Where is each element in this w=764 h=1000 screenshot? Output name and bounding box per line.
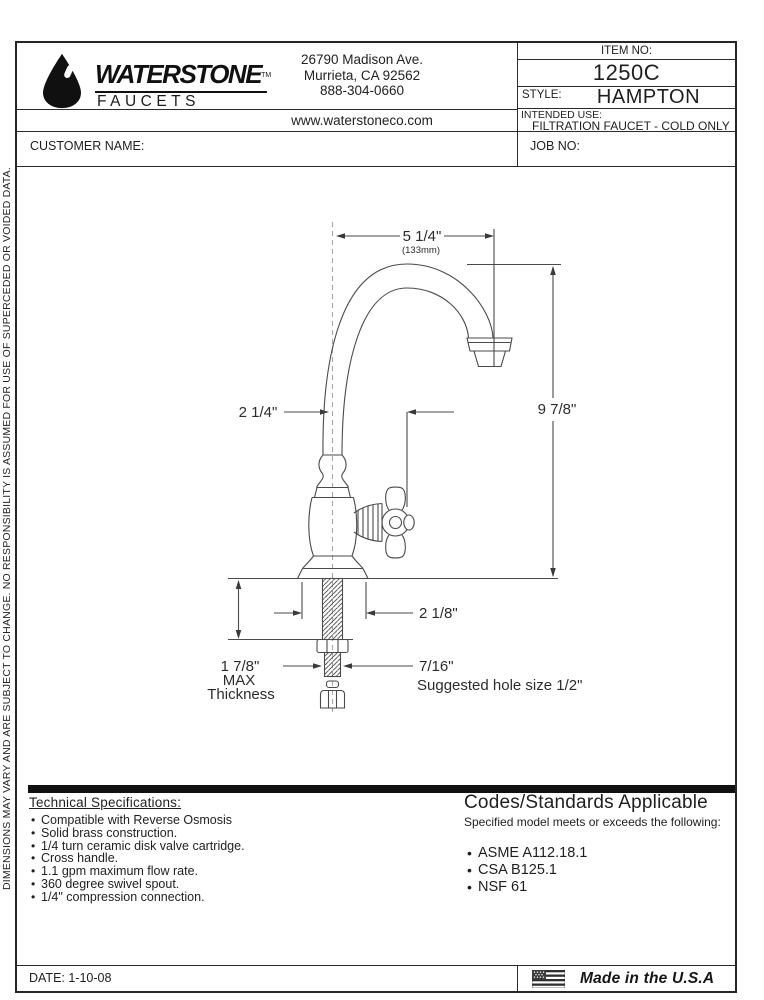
customer-name-field: CUSTOMER NAME: xyxy=(17,132,518,166)
intended-use-label: INTENDED USE: xyxy=(521,109,603,121)
dim-spout-reach: 5 1/4" xyxy=(403,228,442,245)
made-in-usa-cell: Made in the U.S.A xyxy=(518,966,735,991)
specs-title: Technical Specifications: xyxy=(29,795,182,810)
customer-job-row: CUSTOMER NAME: JOB NO: xyxy=(17,132,735,167)
us-flag-icon xyxy=(532,969,565,988)
dim-max-thickness: 1 7/8" xyxy=(221,658,260,675)
website-url: www.waterstoneco.com xyxy=(291,113,433,128)
brand-name: WATERSTONE xyxy=(95,59,263,89)
company-address: 26790 Madison Ave. Murrieta, CA 92562 88… xyxy=(237,52,487,99)
section-divider-bar xyxy=(28,785,735,793)
dim-base-width: 2 1/8" xyxy=(419,605,458,622)
vertical-disclaimer: DIMENSIONS MAY VARY AND ARE SUBJECT TO C… xyxy=(1,167,13,890)
style-label: STYLE: xyxy=(522,89,562,101)
address-line2: Murrieta, CA 92562 xyxy=(303,67,421,83)
code-item: ASME A112.18.1 xyxy=(464,845,729,862)
made-in-usa-text: Made in the U.S.A xyxy=(580,969,715,987)
codes-list: ASME A112.18.1 CSA B125.1 NSF 61 xyxy=(464,845,729,896)
spec-item: Solid brass construction. xyxy=(29,826,449,840)
waterstone-logo: WATERSTONETM FAUCETS xyxy=(29,51,274,110)
dim-max-thickness-word1: MAX xyxy=(223,672,256,689)
spec-item: 1.1 gpm maximum flow rate. xyxy=(29,865,449,878)
spec-item: Cross handle. xyxy=(29,852,449,865)
dim-shank-diameter: 7/16" xyxy=(419,658,454,675)
spec-item: Compatible with Reverse Osmosis xyxy=(29,814,449,827)
spec-item: 1/4 turn ceramic disk valve cartridge. xyxy=(29,839,449,853)
sheet-frame: WATERSTONETM FAUCETS 26790 Madison Ave. … xyxy=(15,41,737,993)
brand-subtitle: FAUCETS xyxy=(97,93,200,110)
codes-standards: Codes/Standards Applicable Specified mod… xyxy=(464,792,729,896)
header-logo-cell: WATERSTONETM FAUCETS 26790 Madison Ave. … xyxy=(17,43,518,110)
codes-title: Codes/Standards Applicable xyxy=(464,792,708,813)
spec-item: 1/4" compression connection. xyxy=(29,890,449,904)
item-no-label: ITEM NO: xyxy=(518,43,735,60)
item-info-table: ITEM NO: 1250C STYLE: HAMPTON INTENDED U… xyxy=(518,43,735,133)
spec-item: 360 degree swivel spout. xyxy=(29,878,449,891)
code-item: NSF 61 xyxy=(464,879,729,896)
brand-wordmark: WATERSTONETM xyxy=(95,59,271,93)
job-no-field: JOB NO: xyxy=(530,139,581,153)
codes-subtitle: Specified model meets or exceeds the fol… xyxy=(464,815,721,829)
phone-number: 888-304-0660 xyxy=(319,83,405,98)
code-item: CSA B125.1 xyxy=(464,862,729,879)
technical-specifications: Technical Specifications: Compatible wit… xyxy=(29,795,449,904)
address-line1: 26790 Madison Ave. xyxy=(300,52,424,67)
dim-overall-height: 9 7/8" xyxy=(538,401,577,418)
footer-row: DATE: 1-10-08 Made in the U.S.A xyxy=(17,965,735,991)
item-no-value: 1250C xyxy=(518,60,735,87)
date-field: DATE: 1-10-08 xyxy=(17,966,518,991)
website-cell: www.waterstoneco.com xyxy=(17,110,518,132)
dim-spout-reach-metric: (133mm) xyxy=(402,245,440,256)
dim-max-thickness-word2: Thickness xyxy=(207,686,275,703)
intended-use-value: FILTRATION FAUCET - COLD ONLY xyxy=(532,119,730,133)
faucet-technical-drawing: 5 1/4" (133mm) 9 7/8" 2 1/4" 2 1/8" 1 7/… xyxy=(17,167,735,785)
hole-size-note: Suggested hole size 1/2" xyxy=(417,677,582,694)
intended-use-row: INTENDED USE: FILTRATION FAUCET - COLD O… xyxy=(518,109,735,133)
brand-tm: TM xyxy=(261,72,272,79)
dim-spout-offset: 2 1/4" xyxy=(239,404,278,421)
style-value: HAMPTON xyxy=(596,86,701,108)
water-drop-icon xyxy=(43,53,81,109)
style-row: STYLE: HAMPTON xyxy=(518,87,735,109)
specs-list: Compatible with Reverse Osmosis Solid br… xyxy=(29,814,449,904)
